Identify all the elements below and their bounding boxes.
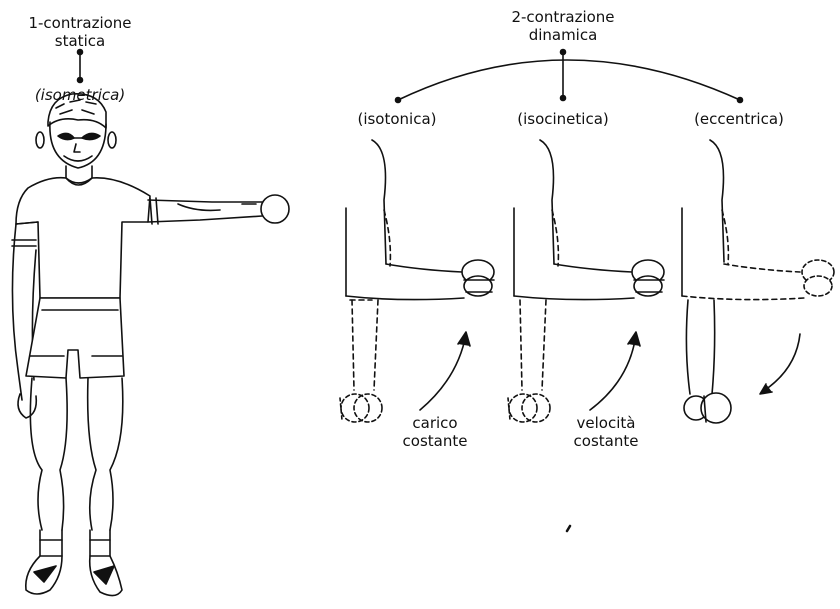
dynamic-title-line1: 2-contrazione	[500, 8, 626, 26]
arrow-isotonic	[420, 334, 466, 410]
static-connector	[78, 50, 83, 83]
stray-mark	[567, 526, 570, 531]
dumbbell-isometric	[261, 195, 289, 223]
note-isotonic: carico costante	[392, 414, 478, 450]
static-title-line1: 1-contrazione	[20, 14, 140, 32]
static-subtitle: (isometrica)	[20, 86, 140, 104]
arrow-isokinetic	[590, 334, 636, 410]
dumbbell-isotonic-bottom	[354, 394, 382, 422]
dynamic-title: 2-contrazione dinamica	[500, 8, 626, 44]
static-title: 1-contrazione statica	[20, 14, 140, 50]
dynamic-connector-arc	[396, 50, 743, 103]
note-isotonic-line1: carico	[392, 414, 478, 432]
note-isokinetic-line1: velocità	[560, 414, 652, 432]
shirt	[16, 178, 150, 298]
standing-figure	[12, 94, 289, 596]
panel-isokinetic	[508, 140, 664, 422]
note-isokinetic-line2: costante	[560, 432, 652, 450]
type-label-isotonic: (isotonica)	[338, 110, 456, 128]
arrow-eccentric	[762, 334, 800, 392]
type-label-eccentric: (eccentrica)	[674, 110, 804, 128]
type-label-isokinetic: (isocinetica)	[498, 110, 628, 128]
note-isotonic-line2: costante	[392, 432, 478, 450]
dumbbell-isokinetic-bottom	[522, 394, 550, 422]
note-isokinetic: velocità costante	[560, 414, 652, 450]
static-title-line2: statica	[20, 32, 140, 50]
panel-isotonic	[340, 140, 494, 422]
panel-eccentric	[682, 140, 834, 423]
dynamic-title-line2: dinamica	[500, 26, 626, 44]
